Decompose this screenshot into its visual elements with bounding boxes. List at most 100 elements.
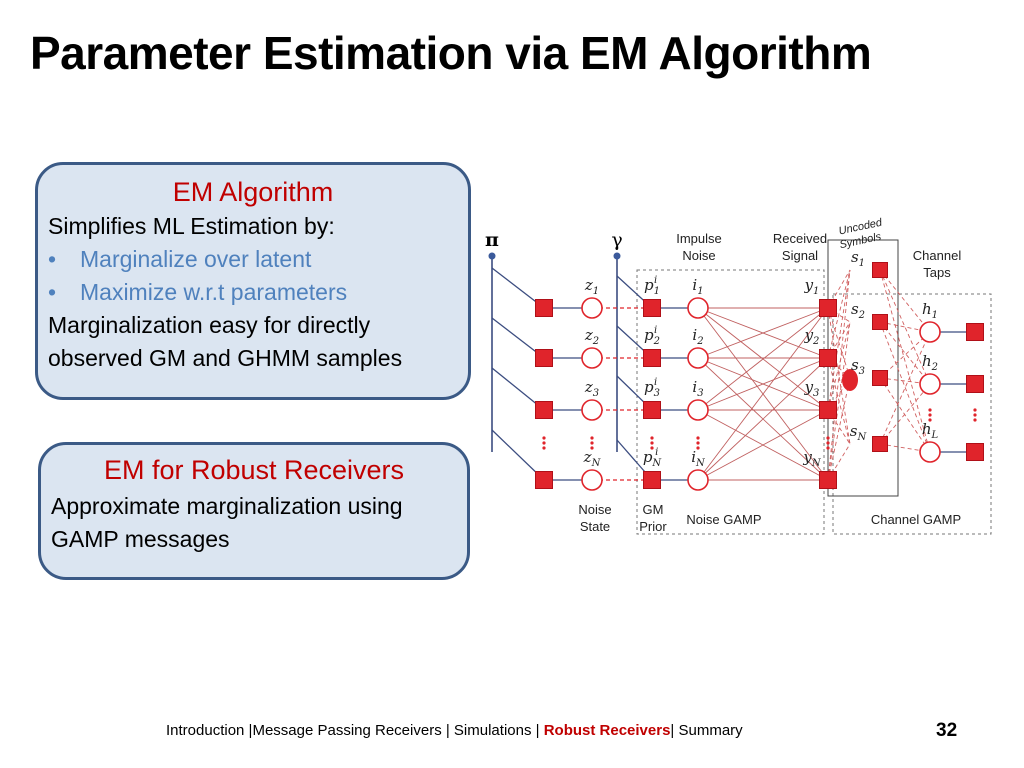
em-algorithm-box: EM Algorithm Simplifies ML Estimation by… — [35, 162, 471, 400]
ellipsis-dots — [590, 441, 594, 445]
em-robust-title: EM for Robust Receivers — [103, 455, 405, 485]
ellipsis-dots — [542, 446, 546, 450]
impulse-noise-label: Noise — [682, 248, 715, 263]
ellipsis-dots — [650, 446, 654, 450]
y-label: y3 — [804, 378, 820, 399]
z-label: z1 — [584, 276, 599, 297]
ellipsis-dots — [928, 413, 932, 417]
i-label: i3 — [692, 378, 703, 399]
z-node — [581, 399, 603, 421]
y-factor — [819, 471, 837, 489]
tap-factor — [966, 375, 984, 393]
h-node — [919, 441, 941, 463]
gm-prior-factor — [643, 471, 661, 489]
y-label: y1 — [804, 276, 820, 297]
z-label: zN — [583, 448, 602, 469]
tap-factor — [966, 323, 984, 341]
approx-line-1: Approximate marginalization using — [51, 493, 403, 519]
i-label: iN — [691, 448, 706, 469]
tap-factor — [966, 443, 984, 461]
i-label: i2 — [692, 326, 703, 347]
s3-node-filled — [842, 369, 858, 391]
symbol-factor — [872, 262, 888, 278]
approx-line-2: GAMP messages — [51, 526, 230, 552]
noise-state-factor — [535, 349, 553, 367]
i-label: i1 — [692, 276, 703, 297]
slide-title: Parameter Estimation via EM Algorithm — [30, 27, 872, 79]
z-label: z3 — [584, 378, 599, 399]
ellipsis-dots — [590, 446, 594, 450]
s-label: s2 — [851, 300, 865, 321]
h-node — [919, 321, 941, 343]
symbol-factor — [872, 314, 888, 330]
ellipsis-dots — [542, 436, 546, 440]
channel-gamp-region — [832, 293, 992, 535]
noise-gamp-region — [636, 269, 825, 535]
tap-edge — [879, 377, 931, 385]
s-label: s3 — [851, 356, 865, 377]
symbol-edge — [827, 321, 851, 481]
symbol-edge — [827, 269, 851, 411]
tap-edge — [879, 383, 931, 445]
noise-gamp-label: Noise GAMP — [686, 512, 761, 527]
noise-state-factor — [535, 401, 553, 419]
symbol-edge — [827, 307, 851, 323]
h-label: h1 — [922, 300, 938, 321]
ellipsis-dots — [928, 418, 932, 422]
em-intro-text: Simplifies ML Estimation by: — [48, 213, 335, 239]
footer-nav-summary[interactable]: | Summary — [670, 722, 743, 739]
gm-prior-label: GM — [643, 502, 664, 517]
ellipsis-dots — [826, 446, 830, 450]
received-signal-label: Signal — [782, 248, 818, 263]
ellipsis-dots — [696, 446, 700, 450]
z-label: z2 — [584, 326, 599, 347]
tap-edge — [879, 377, 931, 453]
footer-nav-active[interactable]: Robust Receivers — [543, 722, 671, 739]
p-label: pNi — [643, 447, 663, 469]
mesh-edge — [697, 357, 829, 411]
ellipsis-dots — [826, 436, 830, 440]
gm-prior-factor — [643, 299, 661, 317]
y-factor — [819, 349, 837, 367]
h-label: hL — [922, 420, 939, 441]
footer-nav-sections[interactable]: Introduction |Message Passing Receivers … — [166, 722, 544, 739]
p-label: p1i — [644, 275, 660, 297]
gamma-label: γ — [611, 229, 622, 251]
marginalization-line-1: Marginalization easy for directly — [48, 312, 371, 338]
symbol-edge — [827, 307, 851, 379]
ellipsis-dots — [973, 413, 977, 417]
tap-edge — [879, 321, 931, 453]
mesh-edge — [697, 307, 829, 359]
bullet-item: •Maximize w.r.t parameters — [48, 279, 348, 305]
noise-state-factor — [535, 299, 553, 317]
y-label: y2 — [804, 326, 820, 347]
gamma-node — [613, 252, 621, 260]
gm-prior-factor — [643, 349, 661, 367]
z-node — [581, 347, 603, 369]
y-label: yN — [802, 448, 821, 469]
ellipsis-dots — [973, 408, 977, 412]
mesh-edge — [697, 357, 829, 481]
i-node — [687, 469, 709, 491]
y-factor — [819, 299, 837, 317]
ellipsis-dots — [696, 441, 700, 445]
channel-taps-label: Taps — [923, 265, 951, 280]
symbol-factor — [872, 436, 888, 452]
symbol-edge — [827, 377, 851, 481]
z-node — [581, 469, 603, 491]
gm-prior-label: Prior — [639, 519, 667, 534]
pi-label: π — [485, 229, 499, 251]
ellipsis-dots — [542, 441, 546, 445]
noise-state-label: State — [580, 519, 610, 534]
symbol-factor — [872, 370, 888, 386]
mesh-edge — [697, 307, 829, 481]
p-label: p3i — [644, 377, 660, 399]
h-node — [919, 373, 941, 395]
em-algorithm-title: EM Algorithm — [172, 177, 334, 207]
symbol-edge — [827, 321, 851, 411]
noise-state-label: Noise — [578, 502, 611, 517]
received-signal-label: Received — [773, 231, 827, 246]
symbol-edge — [827, 307, 851, 445]
footer-nav: Introduction |Message Passing Receivers … — [166, 722, 743, 739]
